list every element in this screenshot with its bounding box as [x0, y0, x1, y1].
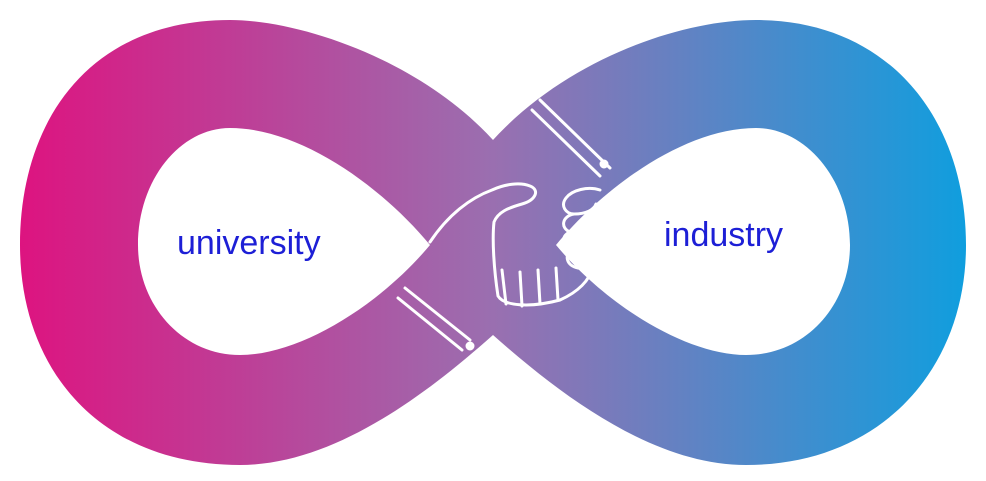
finger-line-2 — [518, 270, 524, 308]
finger-line-4 — [554, 266, 560, 302]
right-cuff-line-2 — [530, 108, 602, 178]
left-cuff-line — [403, 286, 472, 342]
left-cuff-button — [465, 341, 475, 351]
left-hand-outline — [428, 182, 594, 307]
industry-label: industry — [664, 216, 784, 254]
knuckle-line-3 — [570, 238, 602, 252]
knuckle-line-2 — [568, 220, 600, 234]
knuckle-line-1 — [572, 202, 598, 216]
university-label: university — [177, 224, 321, 262]
finger-line-3 — [536, 268, 542, 306]
right-cuff-line — [538, 98, 612, 170]
handshake-icon — [396, 98, 612, 352]
right-cuff-button — [599, 159, 609, 169]
finger-line-1 — [500, 268, 508, 306]
left-cuff-line-2 — [396, 296, 464, 352]
